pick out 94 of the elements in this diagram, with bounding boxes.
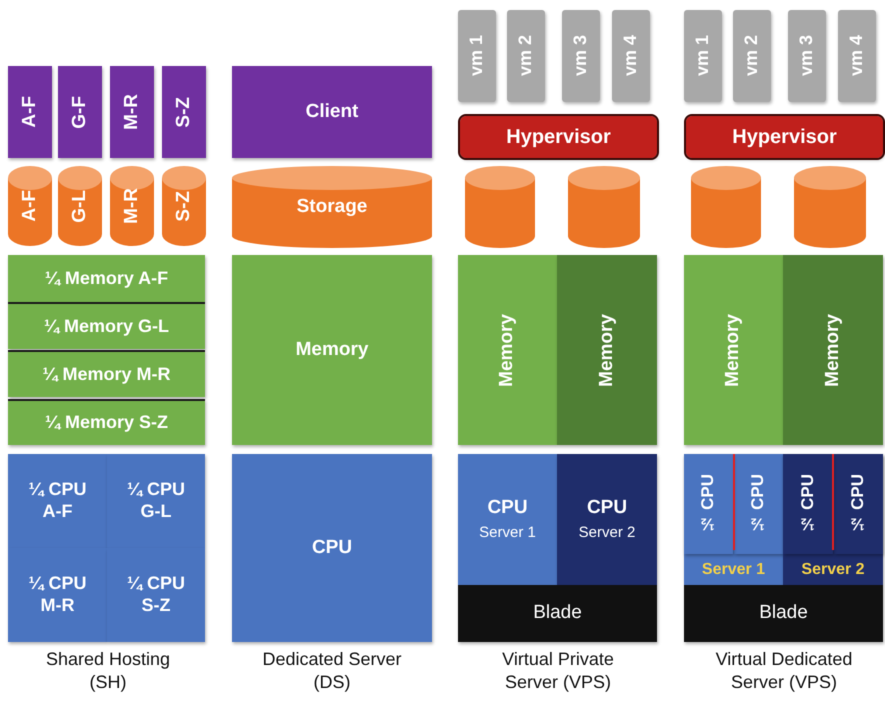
block-label: S-Z — [172, 96, 195, 128]
block-label: S-Z — [172, 190, 195, 222]
server-label: Server 1 — [479, 524, 536, 542]
server-label: Server 2 — [578, 524, 636, 542]
storage-cylinder — [691, 166, 761, 248]
memory-band — [8, 302, 205, 349]
cpu-block — [8, 454, 107, 548]
storage-cylinder — [162, 166, 206, 246]
client-box — [110, 66, 154, 158]
hypervisor-bar — [460, 116, 657, 158]
cpu-block — [8, 548, 107, 642]
block-label: Storage — [296, 196, 368, 218]
vm-box — [733, 10, 771, 102]
column-caption: Virtual Dedicated Server (VPS) — [714, 648, 854, 693]
block-label: Memory — [496, 314, 518, 386]
block-label: M-R — [120, 188, 143, 224]
vm-box — [684, 10, 722, 102]
memory-band — [8, 399, 205, 445]
block-label: ¼ CPU M-R — [27, 573, 88, 617]
block-label: ¼ Memory S-Z — [44, 412, 168, 434]
block-label: ¼ Memory G-L — [44, 316, 170, 338]
component-label: Blade — [759, 602, 808, 625]
cpu-block — [557, 454, 657, 585]
component-label: vm 1 — [692, 35, 714, 77]
block-label: ½ CPU — [698, 474, 718, 534]
block-label: G-F — [68, 96, 91, 128]
client-box — [8, 66, 52, 158]
vm-box — [612, 10, 650, 102]
cpu-block — [232, 454, 432, 642]
client-box — [162, 66, 206, 158]
vm-box — [788, 10, 826, 102]
block-label: ½ CPU — [848, 474, 868, 534]
memory-band — [8, 350, 205, 397]
server-panel — [783, 454, 883, 585]
component-label: Blade — [533, 602, 582, 625]
block-label: ½ CPU — [748, 474, 768, 534]
memory-block — [557, 255, 657, 445]
component-label: vm 1 — [466, 35, 488, 77]
block-label: ¼ Memory A-F — [44, 268, 168, 290]
block-label: Memory — [296, 338, 368, 362]
component-label: vm 2 — [515, 35, 536, 77]
component-label: vm 3 — [796, 35, 818, 77]
vm-box — [507, 10, 545, 102]
client-box — [232, 66, 432, 158]
cpu-block — [107, 548, 205, 642]
block-label: Memory — [596, 314, 618, 386]
storage-cylinder — [794, 166, 866, 248]
cpu-block — [107, 454, 205, 548]
blade-bar — [458, 585, 657, 642]
memory-band — [8, 255, 205, 302]
component-label: vm 3 — [570, 35, 592, 77]
server-label: Server 1 — [702, 560, 766, 579]
vm-box — [562, 10, 600, 102]
block-label: ¼ CPU A-F — [27, 479, 88, 523]
server-label: Server 2 — [801, 560, 865, 579]
column-caption: Shared Hosting (SH) — [44, 648, 172, 693]
storage-cylinder — [110, 166, 154, 246]
server-panel — [684, 454, 783, 585]
block-label: CPU — [312, 536, 352, 560]
block-label: A-F — [18, 190, 41, 222]
memory-block — [232, 255, 432, 445]
block-label: A-F — [18, 96, 41, 128]
client-box — [58, 66, 102, 158]
component-label: Hypervisor — [506, 125, 611, 149]
component-label: vm 2 — [741, 35, 762, 77]
block-label: ½ CPU — [798, 474, 818, 534]
block-label: M-R — [120, 94, 143, 130]
block-label: CPU — [487, 497, 528, 520]
vm-box — [838, 10, 876, 102]
component-label: vm 4 — [846, 35, 868, 77]
column-caption: Virtual Private Server (VPS) — [501, 648, 615, 693]
block-label: CPU — [586, 497, 628, 520]
vm-box — [458, 10, 496, 102]
memory-block — [783, 255, 883, 445]
storage-cylinder — [568, 166, 640, 248]
column-caption: Dedicated Server (DS) — [261, 648, 403, 693]
component-label: vm 4 — [620, 35, 642, 77]
block-label: Memory — [722, 314, 744, 386]
component-label: Hypervisor — [732, 125, 837, 149]
storage-cylinder — [465, 166, 535, 248]
storage-cylinder — [58, 166, 102, 246]
block-label: ¼ Memory M-R — [42, 364, 171, 386]
block-label: Memory — [822, 314, 844, 386]
block-label: ¼ CPU G-L — [126, 479, 186, 523]
blade-bar — [684, 585, 883, 642]
memory-block — [684, 255, 783, 445]
storage-cylinder — [232, 166, 432, 248]
block-label: G-L — [68, 190, 91, 222]
hypervisor-bar — [686, 116, 883, 158]
block-label: ¼ CPU S-Z — [126, 573, 186, 617]
storage-cylinder — [8, 166, 52, 246]
memory-block — [458, 255, 557, 445]
cpu-block — [458, 454, 557, 585]
block-label: Client — [306, 100, 358, 124]
